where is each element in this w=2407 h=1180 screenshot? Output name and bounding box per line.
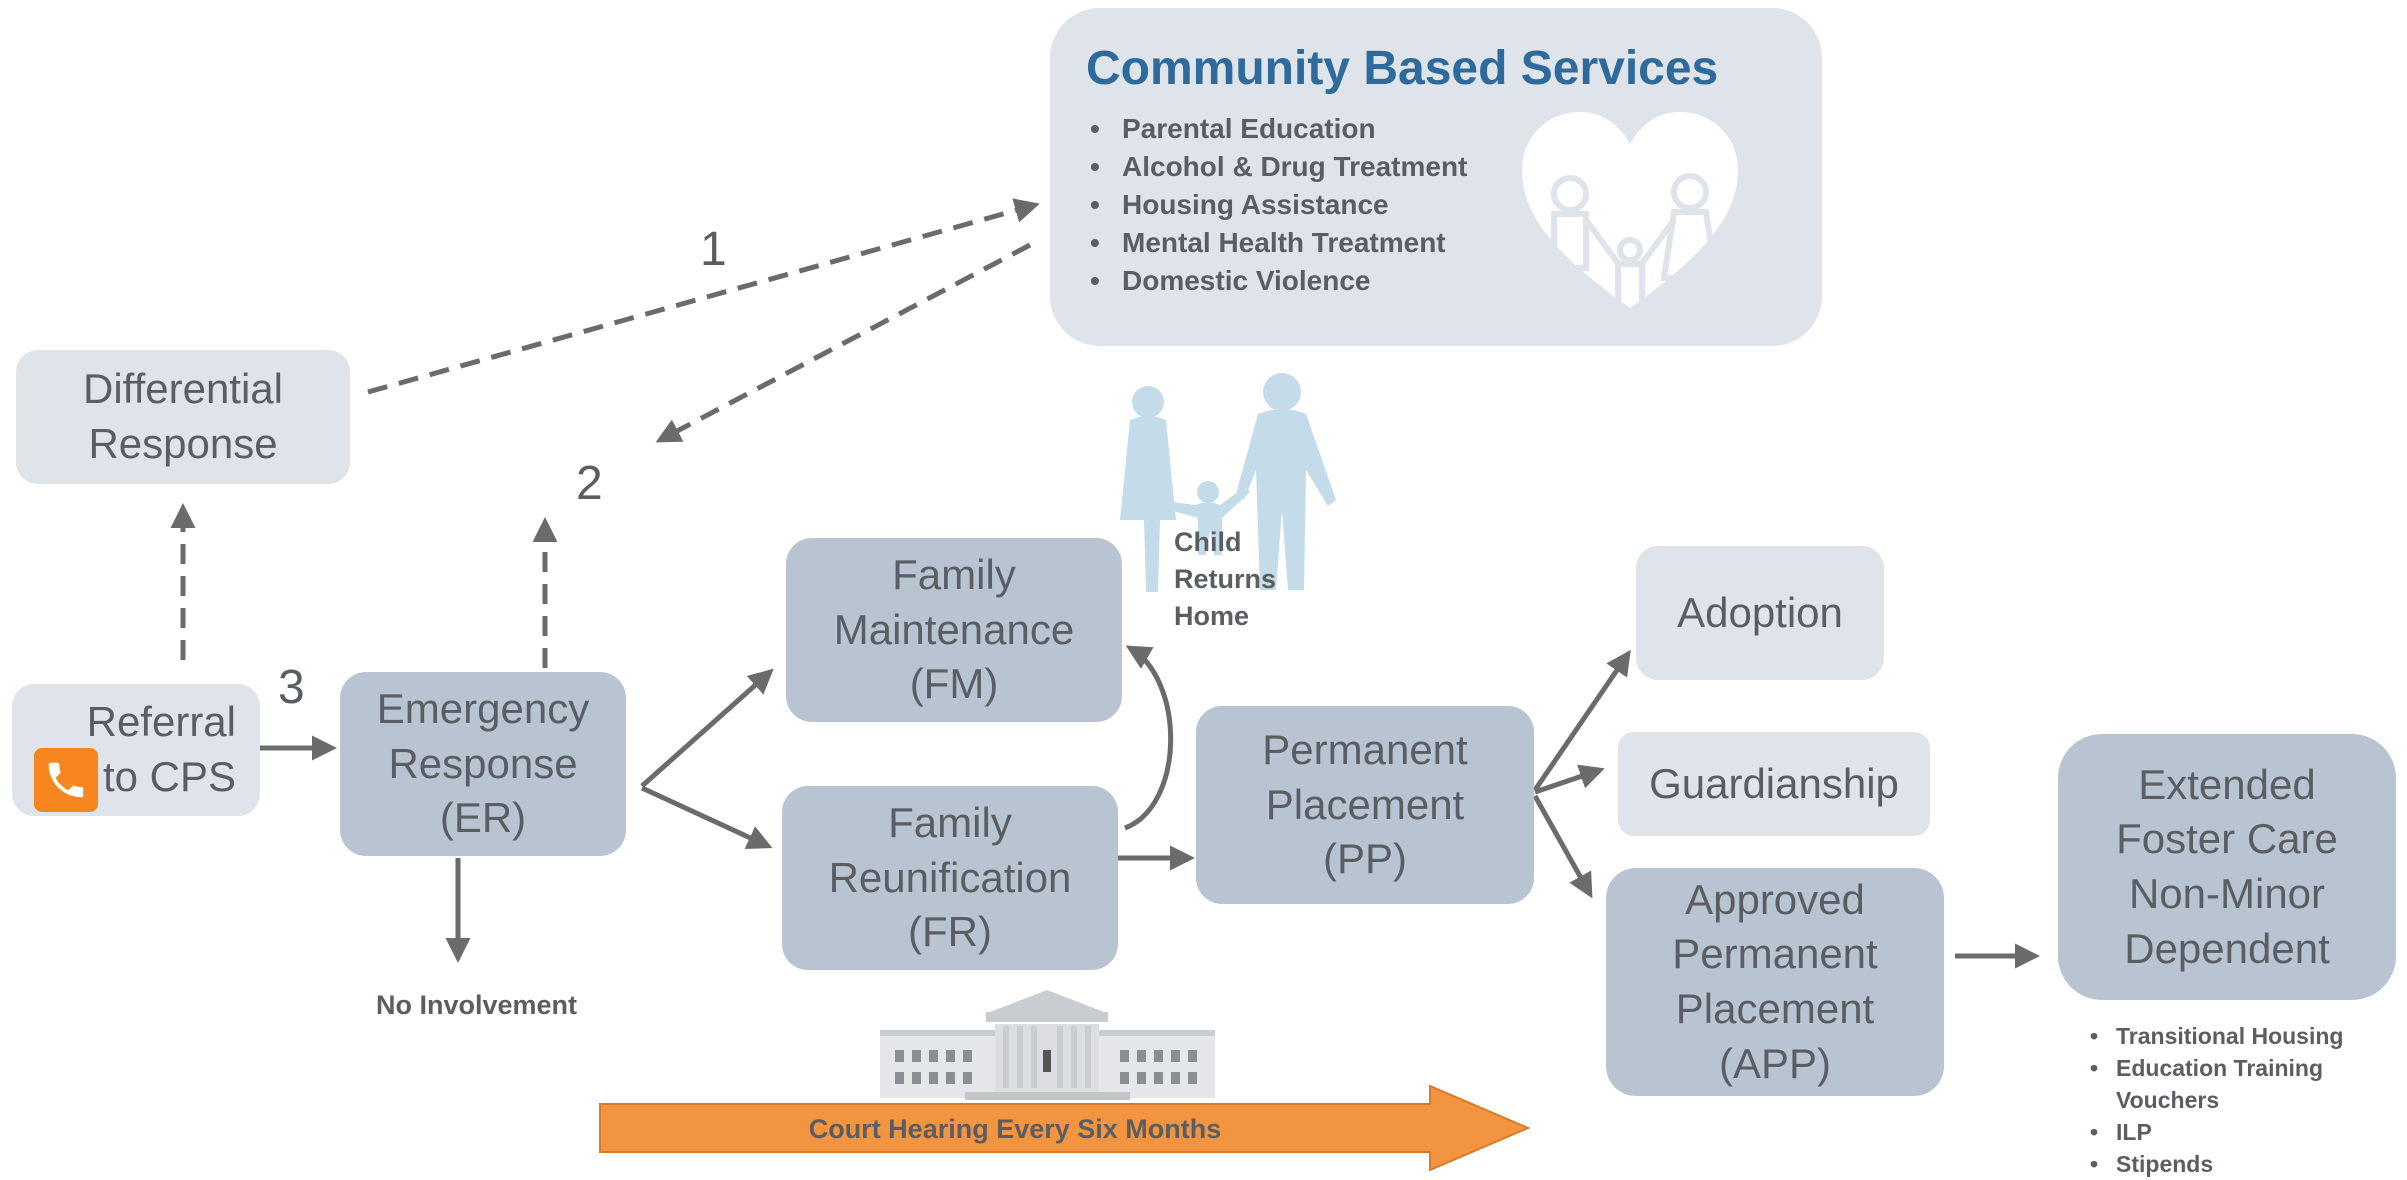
community-based-services-box: Community Based Services Parental Educat… — [1050, 8, 1822, 346]
extended-line: Foster Care — [2116, 815, 2338, 863]
family-walking-icon — [1120, 373, 1336, 592]
differential-response-line: Response — [88, 420, 278, 467]
arrow-fr-to-fm-curve — [1124, 645, 1174, 831]
community-services-list: Parental Education Alcohol & Drug Treatm… — [1086, 110, 1467, 300]
child-returns-home-line: Returns — [1174, 564, 1277, 594]
guardianship-box: Guardianship — [1618, 732, 1930, 836]
courthouse-icon — [880, 990, 1215, 1100]
app-line: (APP) — [1718, 1039, 1831, 1087]
fm-line: (FM) — [909, 660, 999, 708]
arrow-pp-to-guardianship — [1534, 764, 1605, 795]
family-heart-icon — [1522, 112, 1738, 316]
arrow-er-to-fm — [640, 668, 774, 788]
adoption-box: Adoption — [1636, 546, 1884, 680]
app-line: Permanent — [1672, 930, 1878, 978]
er-line: (ER) — [439, 794, 527, 842]
app-line: Placement — [1675, 985, 1875, 1032]
differential-response-line: Differential — [83, 365, 283, 413]
family-maintenance-box: Family Maintenance (FM) — [786, 538, 1122, 722]
efc-service-item: Transitional Housing — [2086, 1020, 2386, 1052]
path-number-2: 2 — [576, 457, 603, 510]
efc-service-item: Stipends — [2086, 1148, 2386, 1180]
efc-service-item: ILP — [2086, 1116, 2386, 1148]
extended-foster-care-services-list: Transitional Housing Education Training … — [2086, 1020, 2386, 1180]
extended-line: Dependent — [2124, 924, 2330, 972]
fr-line: Reunification — [828, 853, 1072, 901]
extended-foster-care-box: Extended Foster Care Non-Minor Dependent — [2058, 734, 2396, 1000]
approved-permanent-placement-box: Approved Permanent Placement (APP) — [1606, 868, 1944, 1096]
phone-icon — [34, 748, 98, 812]
child-returns-home-label: Child Returns Home — [1174, 524, 1276, 635]
court-hearing-arrow — [599, 1084, 1531, 1172]
pp-line: Permanent — [1262, 726, 1468, 774]
community-title: Community Based Services — [1086, 42, 1719, 95]
service-item: Housing Assistance — [1086, 186, 1467, 224]
service-item: Alcohol & Drug Treatment — [1086, 148, 1467, 186]
service-item: Mental Health Treatment — [1086, 224, 1467, 262]
pp-line: Placement — [1265, 780, 1465, 828]
child-returns-home-line: Home — [1174, 601, 1250, 631]
court-hearing-label: Court Hearing Every Six Months — [808, 1114, 1222, 1144]
arrow-er-to-fr — [640, 785, 773, 849]
path-number-1: 1 — [700, 223, 727, 276]
pp-line: (PP) — [1323, 835, 1407, 883]
differential-response-box: Differential Response — [16, 350, 350, 484]
referral-line: to CPS — [102, 753, 236, 800]
er-line: Emergency — [376, 685, 590, 733]
service-item: Parental Education — [1086, 110, 1467, 148]
arrow-pp-to-adoption — [1532, 649, 1631, 792]
arrow-1-to-community — [367, 198, 1040, 395]
referral-to-cps-box: Referral to CPS — [12, 684, 260, 816]
arrow-pp-to-app — [1532, 794, 1593, 899]
fr-line: Family — [888, 799, 1012, 847]
fm-line: Maintenance — [833, 605, 1075, 653]
app-line: Approved — [1685, 875, 1865, 923]
extended-line: Non-Minor — [2128, 870, 2326, 917]
arrow-2-from-community — [655, 242, 1032, 443]
referral-line: Referral — [86, 698, 236, 746]
extended-line: Extended — [2138, 760, 2316, 808]
no-involvement-label: No Involvement — [376, 990, 578, 1020]
fr-line: (FR) — [908, 908, 992, 956]
emergency-response-box: Emergency Response (ER) — [340, 672, 626, 856]
child-returns-home-line: Child — [1174, 527, 1242, 557]
fm-line: Family — [892, 551, 1016, 599]
permanent-placement-box: Permanent Placement (PP) — [1196, 706, 1534, 904]
path-number-3: 3 — [278, 661, 305, 714]
efc-service-item: Education Training Vouchers — [2086, 1052, 2386, 1116]
er-line: Response — [388, 739, 578, 787]
family-reunification-box: Family Reunification (FR) — [782, 786, 1118, 970]
service-item: Domestic Violence — [1086, 262, 1467, 300]
